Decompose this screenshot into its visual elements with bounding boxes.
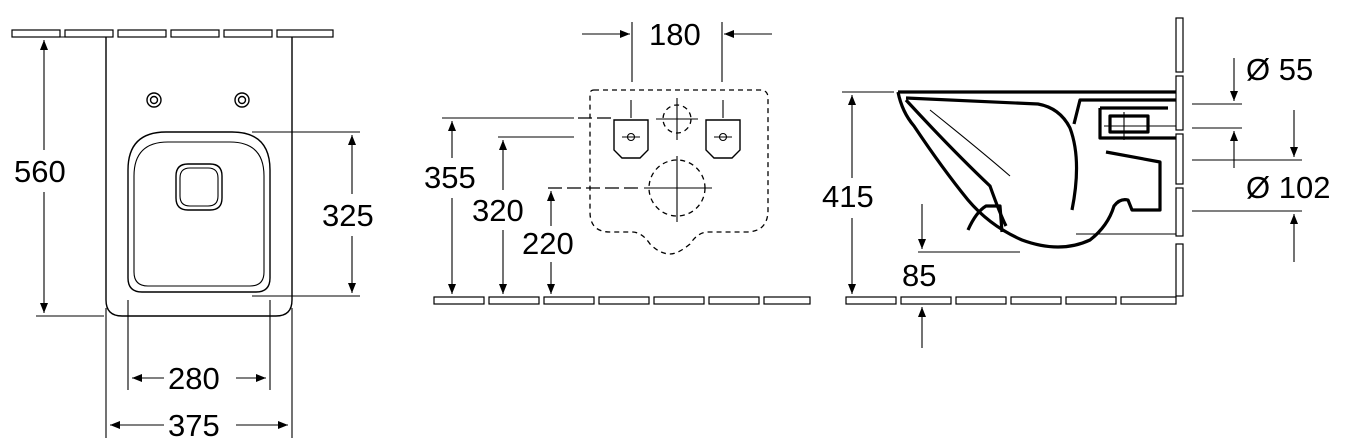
- side-bowl-profile: [896, 90, 1176, 249]
- dim-wall-320-label: 320: [472, 193, 524, 228]
- mounting-floor-tiles: [433, 296, 811, 305]
- dim-front-height-label: 560: [14, 154, 66, 189]
- dim-pipe-55-label: Ø 55: [1246, 52, 1313, 87]
- front-bowl-outline: [105, 37, 293, 317]
- side-wall: [1175, 17, 1184, 297]
- mounting-dashed-outline: [589, 89, 769, 255]
- mounting-view: 180: [424, 17, 811, 305]
- dim-wall-220-label: 220: [522, 226, 574, 261]
- mounting-brackets: [613, 100, 741, 159]
- inlet-mark: [656, 98, 698, 140]
- front-view: 560 325 280 375: [11, 29, 374, 442]
- side-floor-tiles: [845, 296, 1177, 305]
- dim-side-height-label: 415: [822, 179, 874, 214]
- front-seat: [127, 131, 271, 293]
- dim-bolt-spacing-label: 180: [649, 17, 701, 52]
- dim-front-seat-height-label: 325: [322, 198, 374, 233]
- dim-wall-355-label: 355: [424, 160, 476, 195]
- dim-side-offset-label: 85: [902, 258, 936, 293]
- dim-front-inner-width-label: 280: [168, 361, 220, 396]
- side-view: 415 85 Ø 55 Ø 102: [822, 17, 1330, 348]
- dim-front-outer-width-label: 375: [168, 408, 220, 442]
- front-wall-tiles: [11, 29, 334, 38]
- dim-pipe-102-label: Ø 102: [1246, 170, 1330, 205]
- front-bolts: [146, 92, 250, 108]
- outlet-mark: [548, 156, 712, 222]
